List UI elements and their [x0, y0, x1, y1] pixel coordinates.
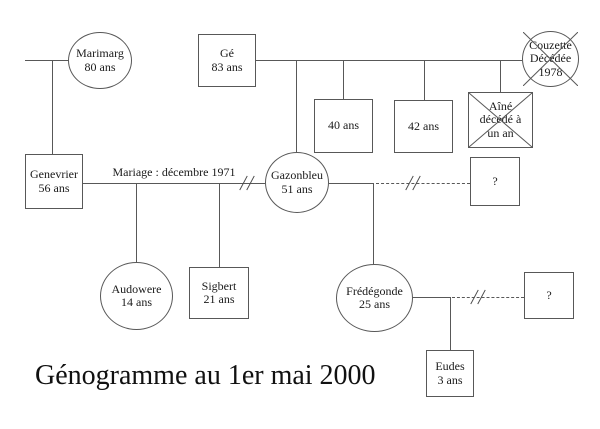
- person-age: 25 ans: [359, 297, 390, 311]
- person-age: 56 ans: [38, 180, 70, 195]
- child-line-son40: [343, 60, 344, 99]
- person-aine-deceased: Aîné décédé à un an: [468, 92, 533, 148]
- person-name: Frédégonde: [346, 283, 403, 298]
- person-gazonbleu: Gazonbleu 51 ans: [265, 152, 329, 213]
- person-fredegonde: Frédégonde 25 ans: [336, 264, 413, 332]
- union-line-ge-couzette: [256, 60, 522, 61]
- person-age: 14 ans: [121, 295, 152, 309]
- person-name: Eudes: [435, 359, 465, 373]
- person-name: Aîné: [488, 98, 513, 113]
- person-age: 42 ans: [408, 118, 439, 133]
- person-name: Gé: [220, 46, 234, 60]
- child-line-genevrier: [52, 60, 53, 154]
- person-death-year: 1978: [538, 64, 563, 79]
- dashed-union-fredegonde-unknown: [452, 297, 524, 298]
- separation-slashes-icon: [470, 289, 486, 305]
- person-age: 3 ans: [437, 372, 463, 387]
- diagram-title: Génogramme au 1er mai 2000: [35, 360, 376, 391]
- person-genevrier: Genevrier 56 ans: [25, 154, 83, 209]
- person-unknown-partner-2: ?: [524, 272, 574, 319]
- person-sigbert: Sigbert 21 ans: [189, 267, 249, 319]
- person-age: 80 ans: [84, 59, 116, 74]
- child-line-eudes: [450, 297, 451, 350]
- child-line-sigbert: [219, 183, 220, 267]
- person-ge: Gé 83 ans: [198, 34, 256, 87]
- marriage-line-genevrier-gazonbleu: [83, 183, 265, 184]
- person-unknown-partner-1: ?: [470, 157, 520, 206]
- person-age: 83 ans: [211, 59, 243, 74]
- person-name: Marimarg: [76, 46, 124, 60]
- person-name: Sigbert: [201, 278, 237, 293]
- person-status: Décédée: [529, 51, 572, 66]
- child-line-audowere: [136, 183, 137, 262]
- person-name: ?: [492, 173, 498, 188]
- person-eudes: Eudes 3 ans: [426, 350, 474, 397]
- separation-slashes-icon: [405, 175, 421, 191]
- child-line-son42: [424, 60, 425, 100]
- person-name: Audowere: [111, 281, 162, 296]
- marriage-date-label: Mariage : décembre 1971: [112, 165, 236, 179]
- person-age: 51 ans: [281, 181, 313, 196]
- person-marimarg: Marimarg 80 ans: [68, 32, 132, 89]
- person-age: 40 ans: [328, 118, 359, 133]
- dashed-union-gazonbleu-unknown: [376, 183, 470, 184]
- child-line-aine: [500, 60, 501, 92]
- union-line-gazonbleu-unknown: [329, 183, 374, 184]
- person-son-42: 42 ans: [394, 100, 453, 153]
- child-line-gazonbleu: [296, 60, 297, 152]
- person-status: un an: [487, 125, 514, 140]
- person-son-40: 40 ans: [314, 99, 373, 153]
- person-name: ?: [546, 287, 552, 302]
- partner-line-offscreen: [25, 60, 68, 61]
- person-name: Genevrier: [30, 167, 78, 181]
- person-audowere: Audowere 14 ans: [100, 262, 173, 330]
- person-status: décédé à: [479, 112, 522, 127]
- child-line-fredegonde: [373, 183, 374, 264]
- union-line-fredegonde-unknown: [412, 297, 451, 298]
- person-couzette-deceased: Couzette Décédée 1978: [522, 31, 579, 87]
- person-name: Gazonbleu: [271, 168, 323, 182]
- person-name: Couzette: [529, 37, 572, 52]
- person-age: 21 ans: [203, 292, 235, 306]
